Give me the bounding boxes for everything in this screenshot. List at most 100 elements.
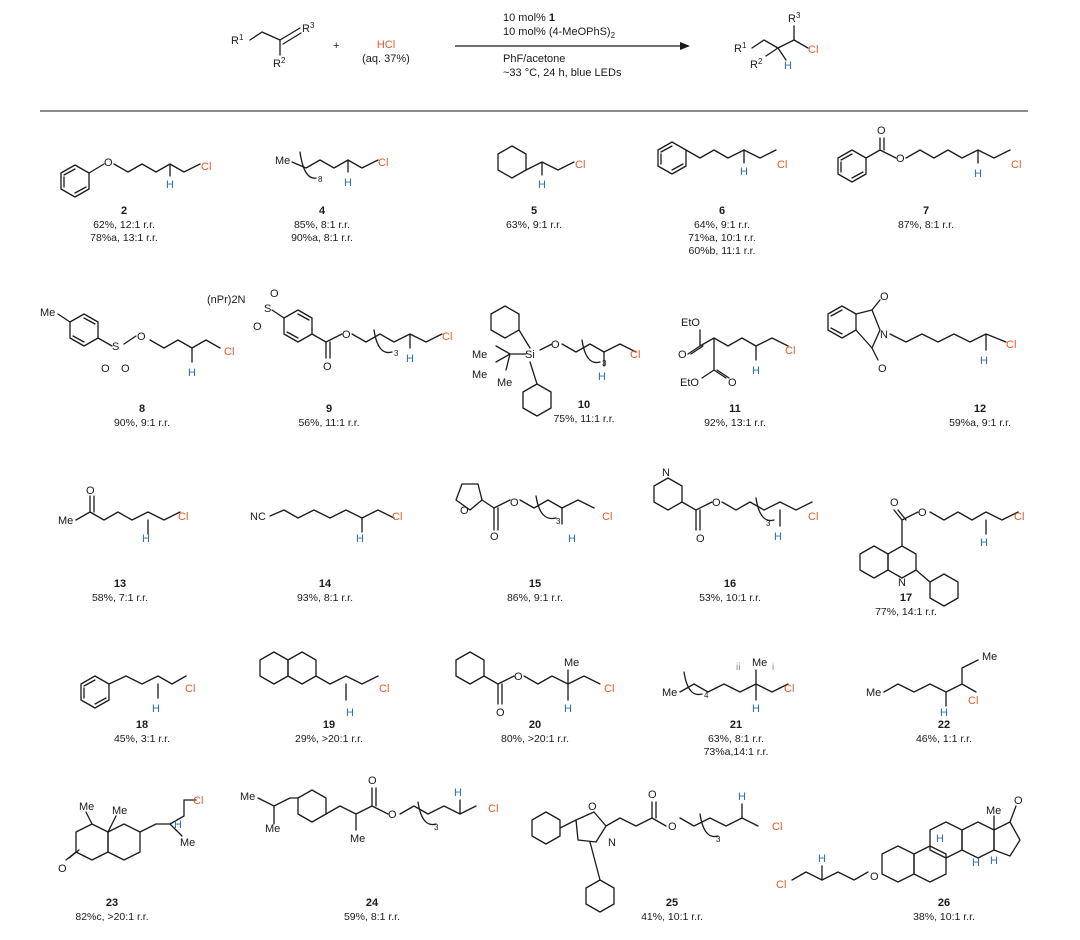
svg-text:Me: Me bbox=[662, 687, 677, 699]
svg-text:Cl: Cl bbox=[178, 511, 188, 523]
svg-text:Cl: Cl bbox=[1011, 159, 1021, 171]
svg-text:H: H bbox=[174, 819, 182, 831]
compound-number-16: 16 bbox=[724, 578, 736, 590]
svg-text:8: 8 bbox=[318, 175, 323, 184]
structure-21: Me 4 ii Me i H Cl bbox=[662, 657, 794, 715]
compound-yield-12-line-1: 59%a, 9:1 r.r. bbox=[949, 417, 1011, 429]
compound-yield-6-line-1: 64%, 9:1 r.r. bbox=[694, 219, 750, 231]
svg-text:O: O bbox=[270, 288, 279, 300]
svg-text:Me: Me bbox=[982, 651, 997, 663]
compound-number-14: 14 bbox=[319, 578, 332, 590]
structure-9: (nPr)2N S O O O O 3 H Cl bbox=[207, 288, 452, 373]
svg-text:O: O bbox=[101, 363, 110, 375]
compound-number-11: 11 bbox=[729, 403, 741, 415]
compound-yield-23-line-1: 82%c, >20:1 r.r. bbox=[75, 911, 148, 923]
svg-text:Me: Me bbox=[265, 823, 280, 835]
svg-text:Me: Me bbox=[986, 805, 1001, 817]
svg-text:O: O bbox=[342, 329, 351, 341]
structure-4: Me 8 H Cl bbox=[275, 151, 388, 189]
svg-text:H: H bbox=[752, 703, 760, 715]
svg-text:Me: Me bbox=[240, 791, 255, 803]
svg-text:H: H bbox=[818, 853, 826, 865]
svg-text:H: H bbox=[598, 371, 606, 383]
compound-yield-16-line-1: 53%, 10:1 r.r. bbox=[699, 592, 761, 604]
compound-number-5: 5 bbox=[531, 205, 537, 217]
structure-11: EtO O EtO O H Cl bbox=[678, 317, 795, 389]
svg-text:Me: Me bbox=[40, 307, 55, 319]
compound-number-13: 13 bbox=[114, 578, 126, 590]
svg-text:(nPr)2N: (nPr)2N bbox=[207, 294, 246, 306]
svg-text:Cl: Cl bbox=[488, 803, 498, 815]
compound-yield-2-line-2: 78%a, 13:1 r.r. bbox=[90, 232, 158, 244]
compound-number-2: 2 bbox=[121, 205, 127, 217]
svg-text:O: O bbox=[104, 157, 113, 169]
svg-text:H: H bbox=[538, 179, 546, 191]
hcl-note: (aq. 37%) bbox=[362, 53, 410, 65]
compound-yield-6-line-2: 71%a, 10:1 r.r. bbox=[688, 232, 756, 244]
structure-17: O O N H Cl bbox=[859, 497, 1024, 607]
structure-16: N O O 3 H Cl bbox=[653, 467, 818, 545]
svg-text:Cl: Cl bbox=[201, 161, 211, 173]
svg-text:Me: Me bbox=[112, 805, 127, 817]
compound-number-25: 25 bbox=[666, 897, 678, 909]
svg-text:Me: Me bbox=[350, 833, 365, 845]
structure-5: H Cl bbox=[497, 145, 585, 191]
structure-25: O N O O 3 H Cl bbox=[531, 789, 782, 913]
compound-yield-19-line-1: 29%, >20:1 r.r. bbox=[295, 733, 363, 745]
svg-text:O: O bbox=[496, 707, 505, 719]
svg-text:Me: Me bbox=[58, 515, 73, 527]
svg-text:N: N bbox=[662, 467, 670, 479]
svg-text:Cl: Cl bbox=[185, 683, 195, 695]
svg-text:O: O bbox=[896, 153, 905, 165]
structure-6: H Cl bbox=[657, 141, 787, 178]
compound-number-17: 17 bbox=[900, 592, 912, 604]
svg-text:H: H bbox=[406, 353, 414, 365]
r1-label: R1 bbox=[231, 33, 244, 47]
svg-text:H: H bbox=[166, 179, 174, 191]
svg-text:H: H bbox=[752, 365, 760, 377]
svg-text:H: H bbox=[972, 857, 980, 869]
svg-text:O: O bbox=[890, 497, 899, 509]
compound-yield-24-line-1: 59%, 8:1 r.r. bbox=[344, 911, 400, 923]
svg-text:Cl: Cl bbox=[224, 346, 234, 358]
svg-text:H: H bbox=[152, 703, 160, 715]
svg-text:O: O bbox=[648, 789, 657, 801]
product-r2: R2 bbox=[750, 57, 763, 71]
compound-yield-15-line-1: 86%, 9:1 r.r. bbox=[507, 592, 563, 604]
compound-yield-2-line-1: 62%, 12:1 r.r. bbox=[93, 219, 155, 231]
svg-text:Cl: Cl bbox=[602, 511, 612, 523]
structure-19: H Cl bbox=[259, 651, 389, 719]
product-r3: R3 bbox=[788, 11, 801, 25]
svg-text:H: H bbox=[990, 855, 998, 867]
svg-text:NC: NC bbox=[250, 511, 266, 523]
compound-number-19: 19 bbox=[323, 719, 335, 731]
compound-number-4: 4 bbox=[319, 205, 326, 217]
compound-number-22: 22 bbox=[938, 719, 950, 731]
svg-text:Cl: Cl bbox=[575, 159, 585, 171]
structure-20: O O Me H Cl bbox=[455, 651, 614, 719]
compound-yield-6-line-3: 60%b, 11:1 r.r. bbox=[689, 245, 756, 257]
structure-26: Cl H O O Me H H H bbox=[776, 795, 1023, 891]
compound-yield-21-line-1: 63%, 8:1 r.r. bbox=[708, 733, 764, 745]
svg-text:O: O bbox=[58, 863, 67, 875]
svg-text:O: O bbox=[510, 497, 519, 509]
svg-text:3: 3 bbox=[602, 359, 607, 368]
svg-text:Cl: Cl bbox=[378, 157, 388, 169]
svg-text:O: O bbox=[551, 339, 560, 351]
svg-text:Me: Me bbox=[79, 801, 94, 813]
svg-text:O: O bbox=[878, 363, 887, 375]
compound-yield-8-line-1: 90%, 9:1 r.r. bbox=[114, 417, 170, 429]
svg-text:3: 3 bbox=[394, 349, 399, 358]
svg-text:O: O bbox=[86, 485, 95, 497]
svg-text:H: H bbox=[188, 367, 196, 379]
svg-text:H: H bbox=[774, 531, 782, 543]
structure-22: Me Me H Cl bbox=[866, 651, 997, 719]
svg-text:ii: ii bbox=[736, 662, 740, 673]
svg-text:O: O bbox=[870, 871, 879, 883]
svg-text:Me: Me bbox=[472, 369, 487, 381]
svg-text:EtO: EtO bbox=[681, 317, 700, 329]
compound-yield-26-line-1: 38%, 10:1 r.r. bbox=[913, 911, 975, 923]
hcl-reagent: HCl bbox=[377, 39, 395, 51]
product-r1: R1 bbox=[734, 41, 747, 55]
